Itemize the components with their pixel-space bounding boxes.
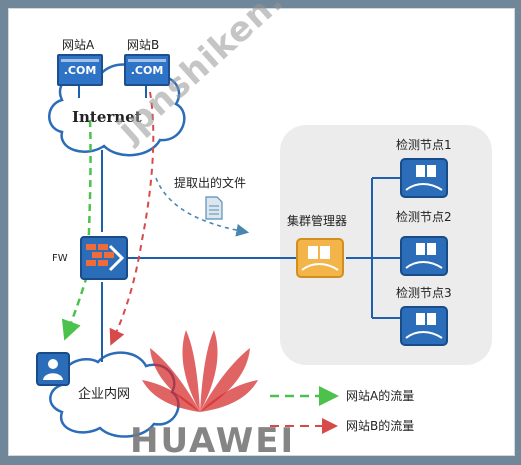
file-icon <box>205 196 223 220</box>
detection-node-3-label: 检测节点3 <box>396 286 452 300</box>
cluster-manager-label: 集群管理器 <box>287 214 348 228</box>
extracted-files-label: 提取出的文件 <box>174 176 247 190</box>
site-b-flow <box>109 91 155 346</box>
site-a-label: 网站A <box>62 38 95 52</box>
legend-site-a-label: 网站A的流量 <box>346 389 415 403</box>
site-a-flow <box>61 119 92 341</box>
detection-node-2-label: 检测节点2 <box>396 210 452 224</box>
file-flow <box>155 177 250 237</box>
site-a-badge: .COM <box>63 64 97 77</box>
firewall-icon <box>80 236 128 280</box>
detection-node-3-icon <box>400 306 448 346</box>
site-b-server-icon: .COM <box>124 54 170 86</box>
site-a-server-icon: .COM <box>57 54 103 86</box>
site-b-badge: .COM <box>130 64 164 77</box>
huawei-logo <box>142 330 258 412</box>
detection-node-1-label: 检测节点1 <box>396 138 452 152</box>
detection-node-2-icon <box>400 236 448 276</box>
intranet-cloud <box>49 351 180 438</box>
user-pc-icon <box>36 352 70 386</box>
huawei-wordmark: HUAWEI <box>130 421 296 461</box>
fw-label: FW <box>52 253 68 264</box>
site-b-label: 网站B <box>127 38 160 52</box>
intranet-label: 企业内网 <box>78 387 131 402</box>
detection-node-1-icon <box>400 158 448 198</box>
cluster-manager-icon <box>296 238 344 278</box>
legend-site-b-label: 网站B的流量 <box>346 419 415 433</box>
internet-label: Internet <box>72 108 142 126</box>
